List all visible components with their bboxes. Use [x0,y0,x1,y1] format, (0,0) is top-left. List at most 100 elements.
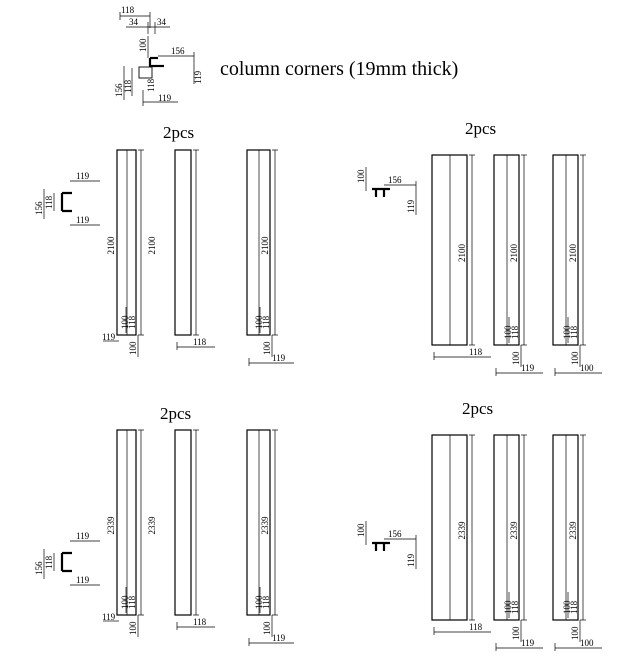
board-outline [493,154,520,346]
board-length-label: 2339 [147,516,157,535]
base-small-118: 118 [510,325,520,339]
base-small-100: 100 [562,325,572,339]
corner-detail: 118 34 34 100 156 119 156 118 118 119 [114,5,203,106]
board-outline [493,434,520,621]
base-width-label: 118 [469,347,483,357]
board-2: 2100 118 [147,149,215,350]
board-outline [552,434,579,621]
profile-dim-b: 156 [34,561,44,575]
base-small-100: 100 [562,600,572,614]
profile-dim-a: 100 [356,523,366,537]
profile-dim-a: 119 [76,171,90,181]
base-width-label: 119 [521,363,535,373]
base-small-118: 118 [510,600,520,614]
board-outline [431,434,468,621]
board-1: 2339 118 [431,434,491,635]
profile-section [60,191,72,213]
board-outline [116,149,137,336]
base-width-label: 119 [272,633,286,643]
base-vert-100: 100 [262,341,272,355]
board-outline [552,154,579,346]
board-length-label: 2339 [509,521,519,540]
profile-dim-a: 100 [356,169,366,183]
base-tick-label: 119 [102,332,116,342]
base-width-label: 118 [469,622,483,632]
board-length-label: 2339 [106,516,116,535]
detail-dim-118-bottom: 118 [146,78,156,92]
detail-dim-118-left: 118 [123,79,133,93]
base-small-118: 118 [127,315,137,329]
board-outline [246,149,271,336]
profile-detail: 100 156 119 [356,167,417,215]
profile-dim-b: 156 [388,529,402,539]
base-width-label: 118 [193,617,207,627]
base-width-label: 100 [580,638,594,648]
profile-dim-b: 156 [34,201,44,215]
detail-dim-118-top: 118 [121,5,135,15]
base-vert-100: 100 [511,351,521,365]
board-length-label: 2339 [568,521,578,540]
board-length-label: 2100 [260,236,270,255]
base-small-100: 100 [254,595,264,609]
board-length-label: 2339 [457,521,467,540]
base-vert-100: 100 [128,341,138,355]
base-width-label: 100 [580,363,594,373]
board-length-label: 2100 [568,244,578,263]
base-tick-label: 119 [102,612,116,622]
base-small-100: 100 [254,315,264,329]
board-outline [246,429,271,616]
base-small-118: 118 [569,325,579,339]
base-small-100: 100 [120,595,130,609]
board-outline [431,154,468,346]
page-title: column corners (19mm thick) [220,58,458,80]
board-outline [174,429,192,616]
quantity-label: 2pcs [160,404,191,423]
board-length-label: 2100 [509,244,519,263]
base-vert-100: 100 [511,626,521,640]
base-vert-100: 100 [128,621,138,635]
detail-dim-156-left: 156 [114,83,124,97]
detail-dim-34a: 34 [129,17,139,27]
quantity-label: 2pcs [163,123,194,142]
base-width-label: 118 [193,337,207,347]
base-vert-100: 100 [262,621,272,635]
profile-dim-c: 118 [44,195,54,209]
profile-section [60,551,72,573]
base-small-100: 100 [120,315,130,329]
base-small-118: 118 [261,315,271,329]
board-length-label: 2100 [457,244,467,263]
base-small-100: 100 [503,600,513,614]
profile-section [372,541,390,551]
quantity-label: 2pcs [462,399,493,418]
board-outline [174,149,192,336]
profile-dim-b: 156 [388,175,402,185]
base-small-100: 100 [503,325,513,339]
profile-dim-d: 119 [76,215,90,225]
board-length-label: 2339 [260,516,270,535]
detail-dim-119-bottom: 119 [158,93,172,103]
profile-section [372,187,390,197]
board-outline [116,429,137,616]
profile-dim-a: 119 [76,531,90,541]
profile-dim-d: 119 [76,575,90,585]
board-length-label: 2100 [106,236,116,255]
base-small-118: 118 [569,600,579,614]
board-1: 2100 118 [431,154,491,360]
profile-dim-c: 119 [406,199,416,213]
board-length-label: 2100 [147,236,157,255]
base-vert-100: 100 [570,626,580,640]
detail-dim-100: 100 [138,38,148,52]
